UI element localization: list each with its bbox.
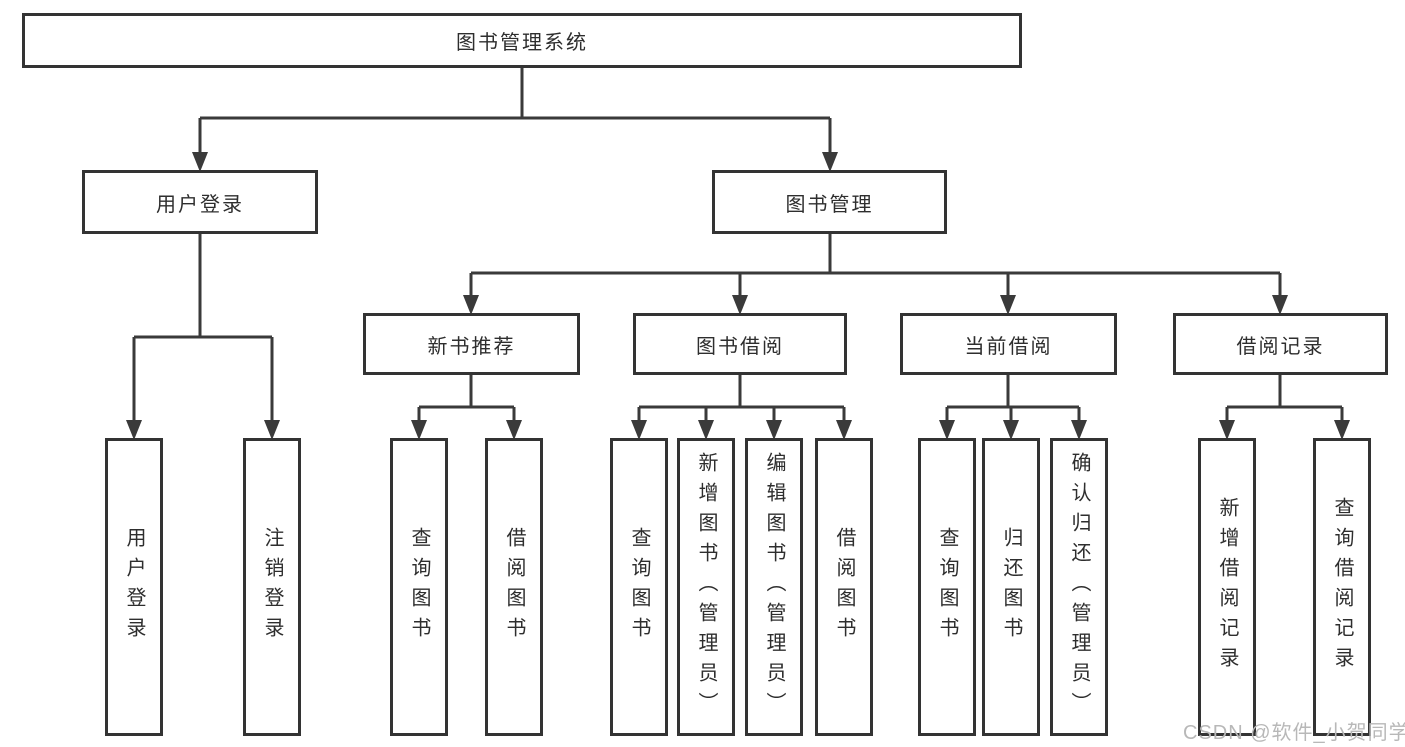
node-book-management: 图书管理	[712, 170, 947, 234]
csdn-watermark: CSDN @软件_小贺同学	[1183, 722, 1405, 744]
node-new-book-recommend: 新书推荐	[363, 313, 580, 375]
leaf-add-book-admin-label: 新增图书（管理员）	[695, 452, 717, 722]
leaf-borrow-books-borrowing: 借阅图书	[815, 438, 873, 736]
leaf-query-books-current: 查询图书	[918, 438, 976, 736]
leaf-query-books-borrowing: 查询图书	[610, 438, 668, 736]
leaf-return-book-label: 归还图书	[1000, 527, 1022, 647]
leaf-query-books-borrowing-label: 查询图书	[628, 527, 650, 647]
node-current-borrowing: 当前借阅	[900, 313, 1117, 375]
leaf-add-borrow-record: 新增借阅记录	[1198, 438, 1256, 736]
leaf-user-login: 用户登录	[105, 438, 163, 736]
leaf-query-books-recommend: 查询图书	[390, 438, 448, 736]
leaf-edit-book-admin-label: 编辑图书（管理员）	[763, 452, 785, 722]
leaf-edit-book-admin: 编辑图书（管理员）	[745, 438, 803, 736]
leaf-user-login-label: 用户登录	[123, 527, 145, 647]
node-library-management-system: 图书管理系统	[22, 13, 1022, 68]
leaf-borrow-books-recommend: 借阅图书	[485, 438, 543, 736]
leaf-borrow-books-recommend-label: 借阅图书	[503, 527, 525, 647]
node-user-login: 用户登录	[82, 170, 318, 234]
leaf-add-book-admin: 新增图书（管理员）	[677, 438, 735, 736]
leaf-confirm-return-admin: 确认归还（管理员）	[1050, 438, 1108, 736]
leaf-logout-label: 注销登录	[261, 527, 283, 647]
leaf-add-borrow-record-label: 新增借阅记录	[1216, 497, 1238, 677]
leaf-query-books-current-label: 查询图书	[936, 527, 958, 647]
node-book-borrowing: 图书借阅	[633, 313, 847, 375]
leaf-query-borrow-record: 查询借阅记录	[1313, 438, 1371, 736]
node-borrowing-records: 借阅记录	[1173, 313, 1388, 375]
leaf-confirm-return-admin-label: 确认归还（管理员）	[1068, 452, 1090, 722]
leaf-query-borrow-record-label: 查询借阅记录	[1331, 497, 1353, 677]
leaf-borrow-books-borrowing-label: 借阅图书	[833, 527, 855, 647]
leaf-logout: 注销登录	[243, 438, 301, 736]
leaf-return-book: 归还图书	[982, 438, 1040, 736]
leaf-query-books-recommend-label: 查询图书	[408, 527, 430, 647]
